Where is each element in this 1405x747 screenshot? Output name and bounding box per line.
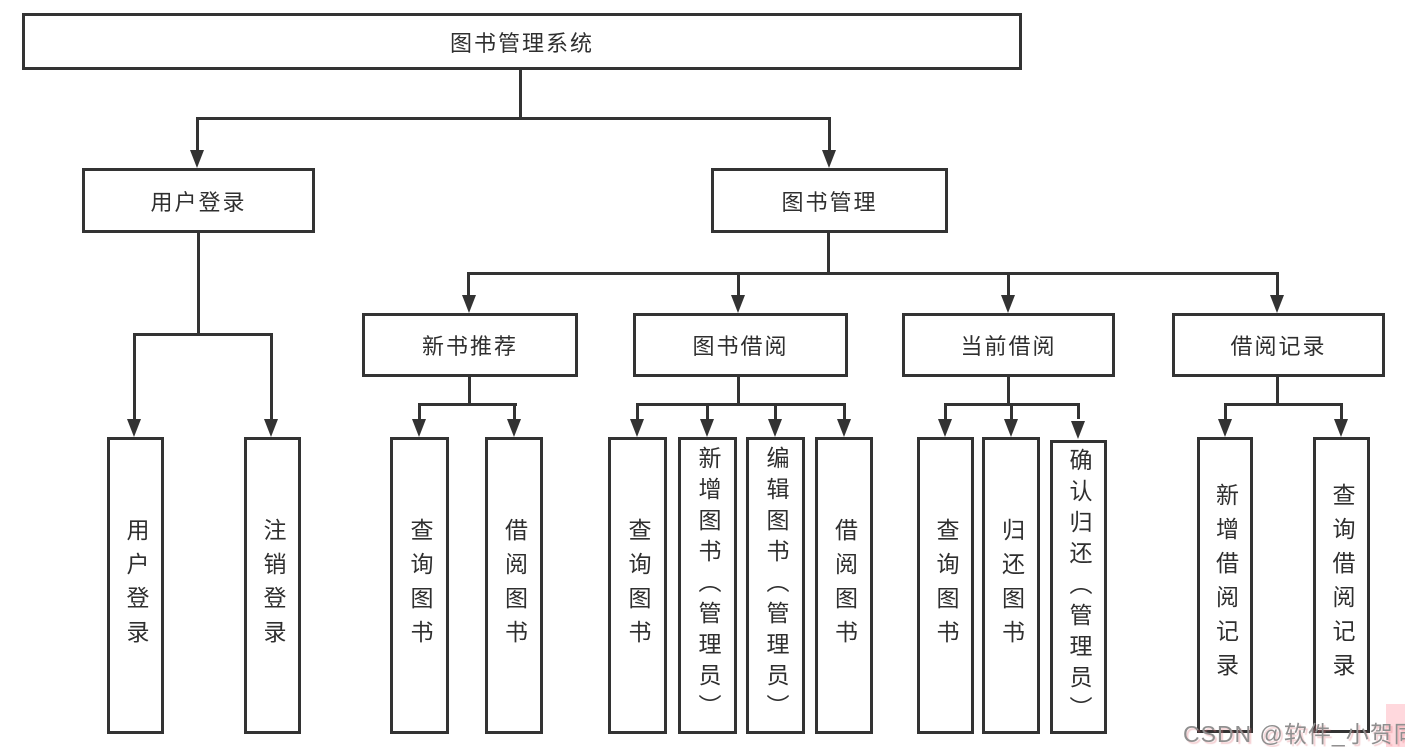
- node-borrow-record: 借阅记录: [1172, 313, 1385, 377]
- node-new-book-rec: 新书推荐: [362, 313, 578, 377]
- leaf-br-query-record-label: 查询借阅记录: [1329, 483, 1355, 687]
- arrowhead-icon: [264, 419, 278, 437]
- leaf-rec-borrow-books-label: 借阅图书: [501, 517, 528, 654]
- connector: [133, 333, 273, 336]
- connector: [418, 403, 421, 419]
- node-user-login-label: 用户登录: [150, 189, 247, 215]
- node-current-borrow: 当前借阅: [902, 313, 1115, 377]
- connector: [827, 233, 830, 275]
- arrowhead-icon: [1071, 421, 1085, 439]
- leaf-cb-query-books: 查询图书: [917, 437, 974, 734]
- connector: [196, 117, 831, 120]
- connector: [737, 272, 740, 296]
- watermark-tint: [1386, 704, 1405, 747]
- connector: [1007, 377, 1010, 406]
- leaf-bb-borrow-books: 借阅图书: [815, 437, 873, 734]
- connector: [1077, 403, 1080, 419]
- connector: [1224, 403, 1227, 419]
- leaf-bb-add-books: 新增图书（管理员）: [678, 437, 737, 734]
- connector: [418, 403, 517, 406]
- connector: [828, 117, 831, 151]
- leaf-rec-borrow-books: 借阅图书: [485, 437, 543, 734]
- arrowhead-icon: [630, 419, 644, 437]
- arrowhead-icon: [507, 419, 521, 437]
- leaf-bb-borrow-books-label: 借阅图书: [831, 517, 858, 654]
- node-book-borrow-label: 图书借阅: [692, 334, 789, 359]
- connector: [197, 233, 200, 336]
- leaf-user-login: 用户登录: [107, 437, 164, 734]
- node-book-borrow: 图书借阅: [633, 313, 848, 377]
- leaf-user-login-label: 用户登录: [123, 517, 149, 654]
- arrowhead-icon: [1334, 419, 1348, 437]
- connector: [270, 333, 273, 419]
- connector: [467, 272, 470, 296]
- connector: [1224, 403, 1343, 406]
- node-borrow-record-label: 借阅记录: [1230, 334, 1327, 359]
- leaf-bb-query-books: 查询图书: [608, 437, 667, 734]
- connector: [636, 403, 846, 406]
- arrowhead-icon: [768, 419, 782, 437]
- connector: [468, 377, 471, 406]
- leaf-br-add-record: 新增借阅记录: [1197, 437, 1253, 733]
- node-root-label: 图书管理系统: [449, 30, 594, 56]
- connector: [513, 403, 516, 419]
- arrowhead-icon: [837, 419, 851, 437]
- connector: [1010, 403, 1013, 419]
- watermark: CSDN @软件_小贺同学: [1183, 721, 1405, 747]
- node-new-book-rec-label: 新书推荐: [421, 334, 518, 359]
- leaf-bb-add-books-label: 新增图书（管理员）: [695, 446, 721, 725]
- arrowhead-icon: [700, 419, 714, 437]
- arrowhead-icon: [938, 419, 952, 437]
- arrowhead-icon: [1270, 295, 1284, 313]
- connector: [519, 70, 522, 120]
- leaf-cb-return-books: 归还图书: [982, 437, 1040, 734]
- connector: [944, 403, 947, 419]
- leaf-cb-confirm-return-label: 确认归还（管理员）: [1066, 447, 1092, 727]
- leaf-br-query-record: 查询借阅记录: [1313, 437, 1370, 733]
- node-user-login: 用户登录: [82, 168, 315, 233]
- leaf-cb-return-books-label: 归还图书: [998, 517, 1025, 654]
- connector: [1276, 377, 1279, 406]
- arrowhead-icon: [190, 150, 204, 168]
- connector: [1340, 403, 1343, 419]
- connector: [706, 403, 709, 419]
- leaf-cb-query-books-label: 查询图书: [933, 517, 959, 654]
- connector: [1007, 272, 1010, 296]
- leaf-rec-query-books-label: 查询图书: [407, 517, 433, 654]
- arrowhead-icon: [127, 419, 141, 437]
- leaf-logout: 注销登录: [244, 437, 301, 734]
- arrowhead-icon: [412, 419, 426, 437]
- connector: [196, 117, 199, 151]
- leaf-bb-query-books-label: 查询图书: [625, 517, 651, 654]
- node-root: 图书管理系统: [22, 13, 1022, 70]
- arrowhead-icon: [1004, 419, 1018, 437]
- node-book-mgmt: 图书管理: [711, 168, 948, 233]
- connector: [843, 403, 846, 419]
- connector: [636, 403, 639, 419]
- arrowhead-icon: [731, 295, 745, 313]
- leaf-cb-confirm-return: 确认归还（管理员）: [1050, 440, 1107, 734]
- node-book-mgmt-label: 图书管理: [781, 189, 878, 215]
- arrowhead-icon: [1001, 295, 1015, 313]
- leaf-rec-query-books: 查询图书: [390, 437, 449, 734]
- arrowhead-icon: [1218, 419, 1232, 437]
- connector: [133, 333, 136, 419]
- connector: [737, 377, 740, 406]
- leaf-bb-edit-books-label: 编辑图书（管理员）: [763, 446, 789, 725]
- arrowhead-icon: [822, 150, 836, 168]
- connector: [1276, 272, 1279, 296]
- arrowhead-icon: [462, 295, 476, 313]
- connector: [774, 403, 777, 419]
- leaf-bb-edit-books: 编辑图书（管理员）: [746, 437, 805, 734]
- node-current-borrow-label: 当前借阅: [960, 334, 1057, 359]
- leaf-br-add-record-label: 新增借阅记录: [1212, 483, 1239, 687]
- connector: [468, 272, 1279, 275]
- leaf-logout-label: 注销登录: [260, 517, 286, 654]
